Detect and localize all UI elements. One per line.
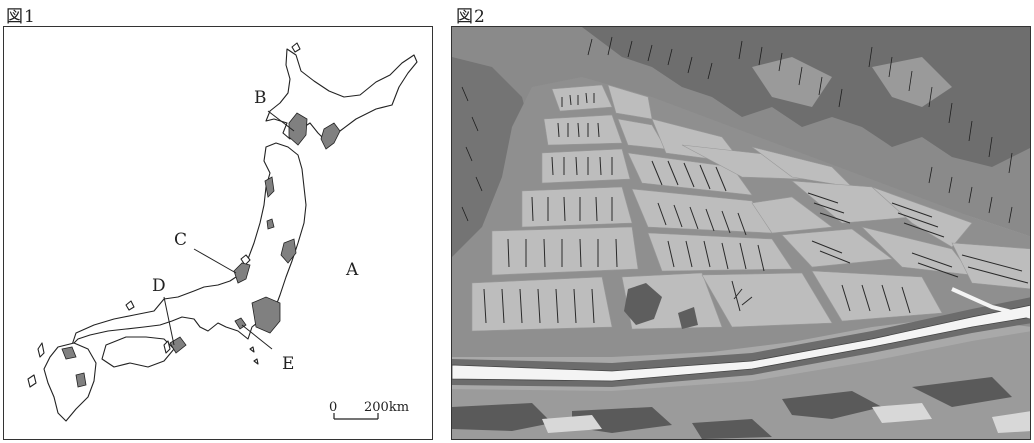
goto-island <box>27 374 37 388</box>
foreground-light-patches <box>542 403 1030 433</box>
label-d: D <box>152 276 166 296</box>
pond-2 <box>678 307 698 329</box>
river-channel <box>452 304 1030 382</box>
izu-island-1 <box>249 346 255 353</box>
leader-line-b <box>267 110 295 132</box>
region-sendai <box>280 238 297 264</box>
river-embankment <box>452 297 1030 387</box>
region-yamagata <box>266 218 275 230</box>
japan-map-panel: B C D E A 0 200km <box>3 26 433 440</box>
rishiri-island <box>291 42 301 53</box>
scale-distance: 200km <box>364 400 409 415</box>
mountain-mid-light <box>752 57 832 107</box>
label-c: C <box>174 230 187 250</box>
leader-line-c <box>193 248 237 274</box>
figure-2-title: 図2 <box>456 7 486 27</box>
izu-island-2 <box>253 358 259 365</box>
shikoku-island <box>101 336 175 368</box>
leader-line-d <box>163 296 175 346</box>
japan-map: B C D E A 0 200km <box>27 42 418 422</box>
region-akita <box>264 176 275 198</box>
region-niigata <box>233 262 251 284</box>
leader-line-e <box>241 324 273 350</box>
region-tokachi <box>320 122 341 150</box>
pond-1 <box>624 283 662 325</box>
mountain-left-dark <box>452 57 532 257</box>
alluvial-fan-illustration-panel <box>451 26 1031 440</box>
road <box>951 287 1030 319</box>
tsushima-island <box>37 342 45 358</box>
mountain-hatching <box>461 36 1013 224</box>
region-okayama <box>169 336 187 354</box>
region-ishikari <box>288 112 308 146</box>
label-a: A <box>345 260 359 280</box>
alluvial-fan-illustration <box>452 27 1030 439</box>
label-b: B <box>254 88 267 108</box>
oki-island <box>125 300 135 311</box>
sado-island <box>240 254 251 266</box>
region-chikugo <box>61 346 77 360</box>
region-kumamoto <box>75 372 87 388</box>
scale-zero: 0 <box>329 400 337 415</box>
kyushu-island <box>43 342 97 422</box>
figure-1-title: 図1 <box>6 7 36 27</box>
mountain-mid-light-2 <box>872 57 952 107</box>
region-kanto <box>251 296 281 334</box>
awaji-island <box>163 340 171 354</box>
label-e: E <box>282 354 294 374</box>
scale-bar: 0 200km <box>329 400 409 420</box>
orchard-rows <box>483 92 1029 324</box>
